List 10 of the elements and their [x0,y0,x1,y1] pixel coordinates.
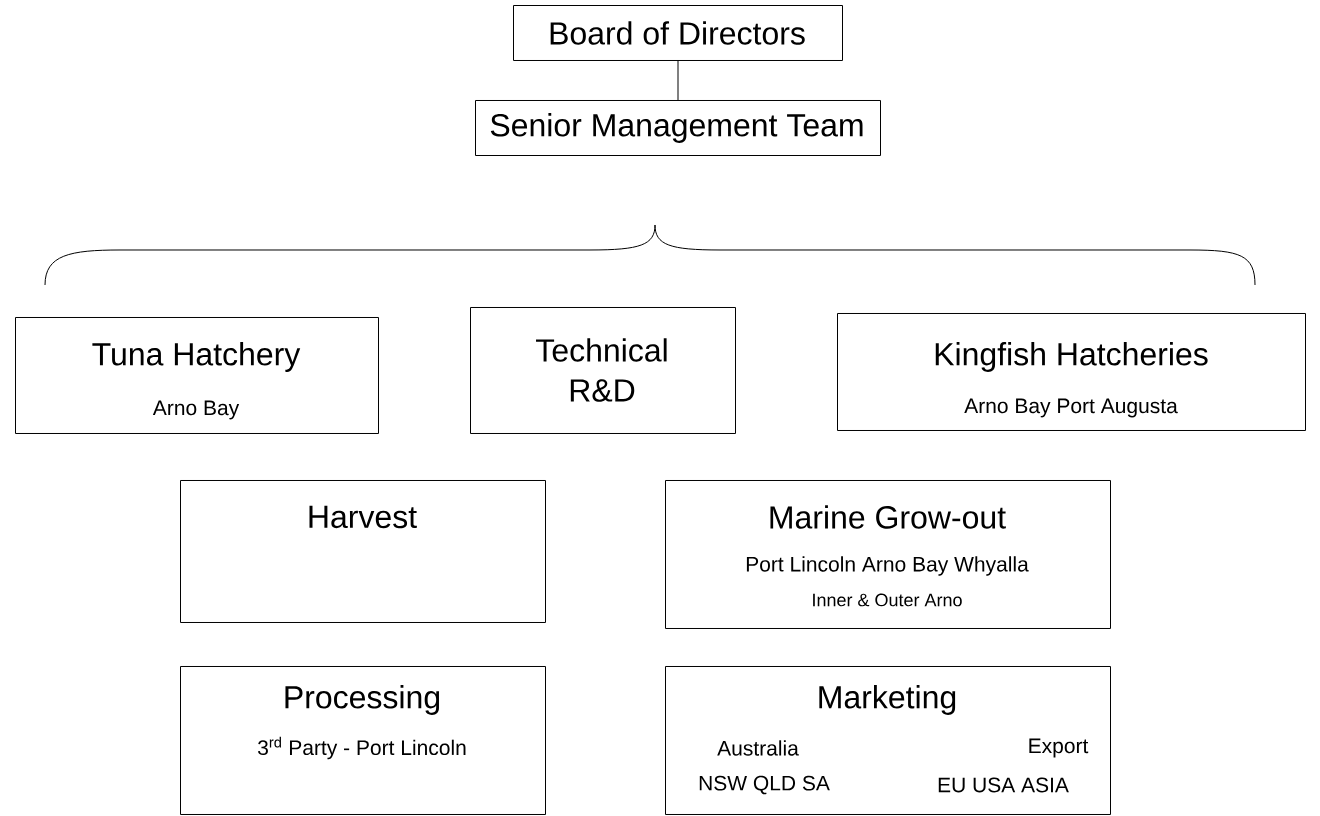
org-box: Marketing Australia Export NSW QLD SA EU USA ASIA [665,666,1111,815]
org-box: Tuna Hatchery Arno Bay [15,317,379,434]
org-box: Kingfish Hatcheries Arno Bay Port Augusta [837,313,1306,431]
org-box: Harvest [180,480,546,623]
connector-line [677,60,679,101]
org-box: Processing 3$^{rd}$ Party - Port Lincoln [180,666,546,815]
org-box: Technical R&D [470,307,736,434]
org-box: Marine Grow-out Port Lincoln Arno Bay Whyalla Inner & Outer Arno [665,480,1111,629]
org-box: Senior Management Team [475,100,881,156]
org-box: Board of Directors [513,5,843,61]
